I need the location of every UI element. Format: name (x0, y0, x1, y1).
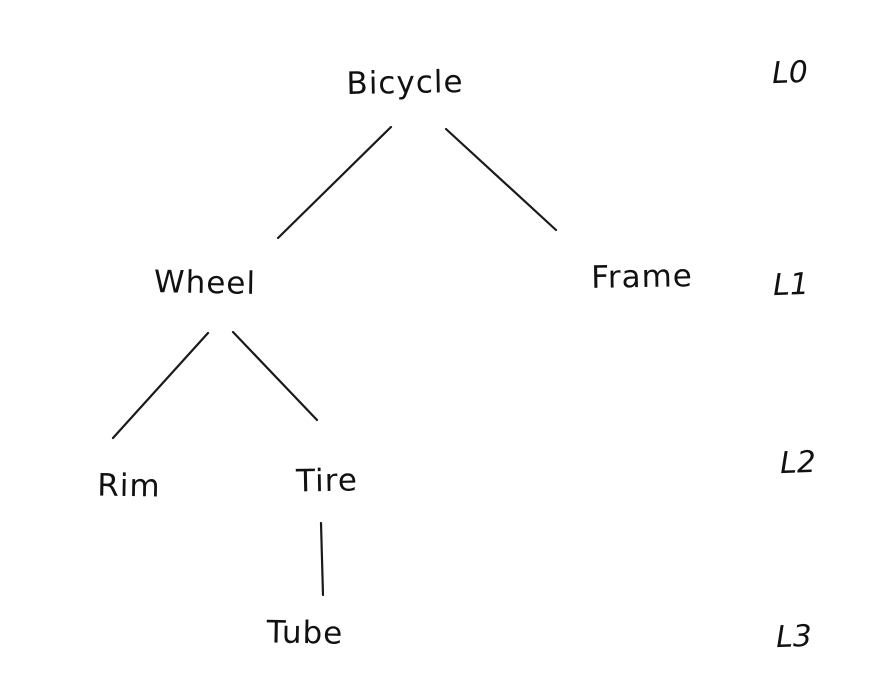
node-tire: Tire (295, 462, 359, 500)
node-wheel: Wheel (153, 264, 257, 302)
edge-bicycle-wheel (276, 125, 393, 240)
level-label-l1: L1 (772, 266, 810, 304)
node-frame: Frame (590, 258, 694, 296)
node-tube: Tube (266, 614, 344, 652)
node-bicycle: Bicycle (346, 63, 464, 103)
edge-wheel-tire (231, 330, 319, 422)
edge-wheel-rim (111, 331, 210, 440)
level-label-l0: L0 (771, 54, 809, 92)
level-label-l3: L3 (775, 618, 813, 656)
edge-tire-tube (319, 521, 325, 597)
edge-bicycle-frame (444, 127, 558, 232)
node-rim: Rim (97, 467, 161, 505)
level-label-l2: L2 (779, 444, 817, 482)
